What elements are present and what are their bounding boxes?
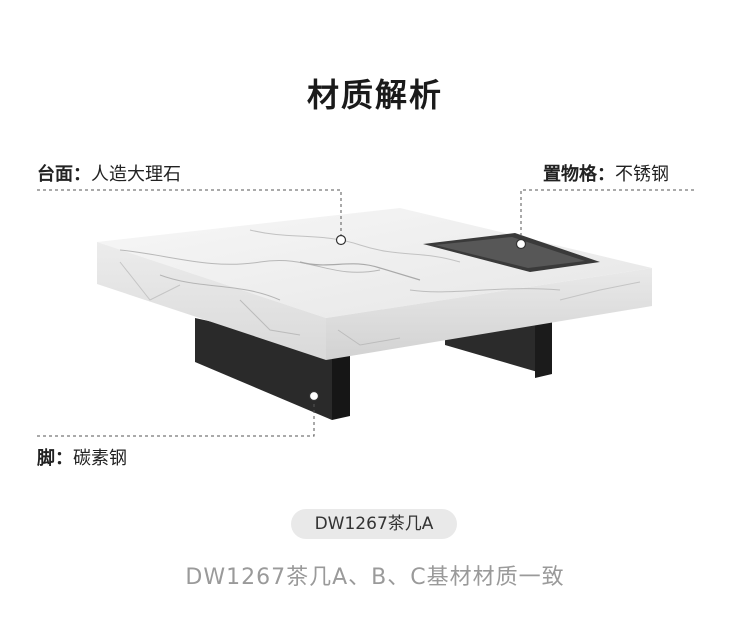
page-title: 材质解析 xyxy=(306,76,443,114)
label-shelf: 置物格：不锈钢 xyxy=(543,160,669,186)
callout-lines xyxy=(37,189,694,437)
marble-tabletop xyxy=(97,208,652,360)
label-tabletop: 台面：人造大理石 xyxy=(37,160,181,186)
label-legs: 脚：碳素钢 xyxy=(37,444,127,470)
label-legs-value: 碳素钢 xyxy=(73,448,127,469)
label-tabletop-value: 人造大理石 xyxy=(91,164,181,185)
label-tabletop-name: 台面： xyxy=(37,164,91,185)
label-legs-name: 脚： xyxy=(37,448,73,469)
label-shelf-value: 不锈钢 xyxy=(615,164,669,185)
model-tag: DW1267茶几A xyxy=(291,509,457,539)
stainless-tray xyxy=(423,233,600,272)
label-shelf-name: 置物格： xyxy=(543,164,615,185)
footer-note: DW1267茶几A、B、C基材材质一致 xyxy=(185,565,565,590)
callout-dots xyxy=(308,234,527,402)
